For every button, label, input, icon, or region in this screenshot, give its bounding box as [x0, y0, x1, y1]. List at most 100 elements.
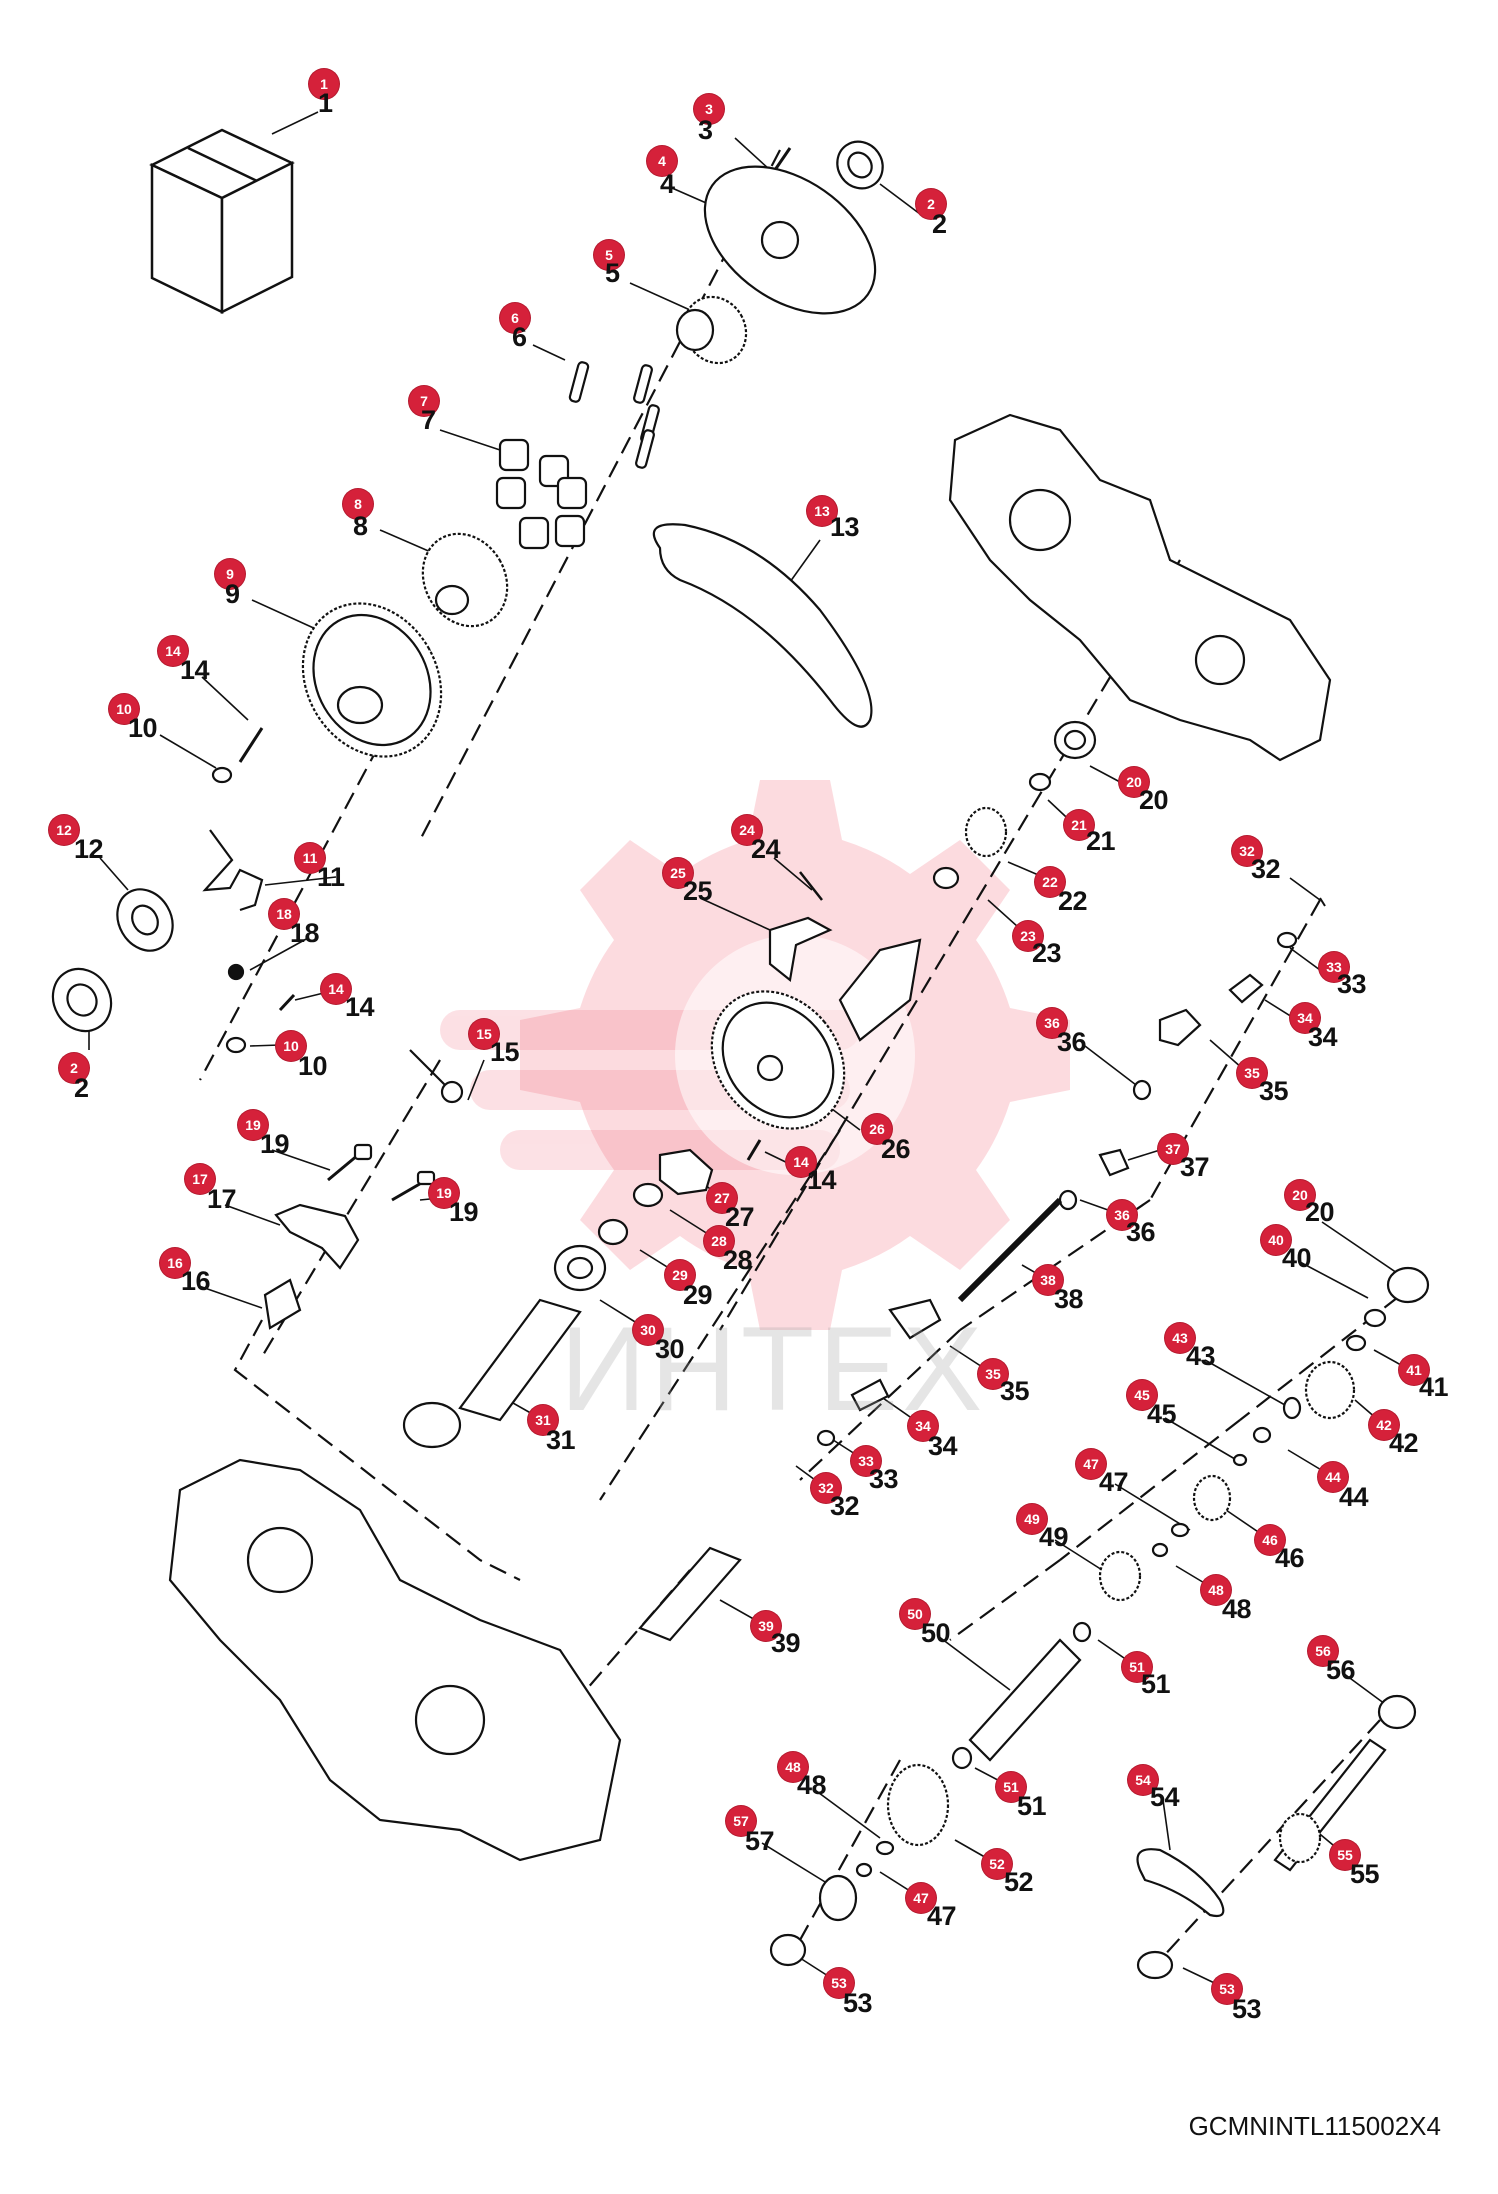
callout-number-33: 33 — [1337, 969, 1367, 999]
callout-badge-31[interactable]: 31 — [528, 1405, 558, 1435]
callout-badge-51[interactable]: 51 — [1122, 1652, 1152, 1682]
callout-badge-17[interactable]: 17 — [185, 1164, 215, 1194]
callout-badge-53[interactable]: 53 — [824, 1968, 854, 1998]
callout-badge-44[interactable]: 44 — [1318, 1462, 1348, 1492]
callout-badge-56[interactable]: 56 — [1308, 1636, 1338, 1666]
callout-number-13: 13 — [830, 512, 860, 542]
callout-badge-37[interactable]: 37 — [1158, 1134, 1188, 1164]
callout-badge-36[interactable]: 36 — [1037, 1008, 1067, 1038]
callout-badge-10[interactable]: 10 — [109, 694, 139, 724]
watermark-text: ИНТЕХ — [560, 1302, 987, 1436]
callout-badge-30[interactable]: 30 — [633, 1315, 663, 1345]
callout-number-39: 39 — [771, 1628, 801, 1658]
callout-badge-51[interactable]: 51 — [996, 1772, 1026, 1802]
callout-number-25: 25 — [683, 876, 713, 906]
callout-number-10: 10 — [128, 713, 158, 743]
callout-badge-16[interactable]: 16 — [160, 1248, 190, 1278]
callout-badge-14[interactable]: 14 — [321, 974, 351, 1004]
callout-badge-20[interactable]: 20 — [1119, 767, 1149, 797]
callout-badge-26[interactable]: 26 — [862, 1114, 892, 1144]
callout-badge-35[interactable]: 35 — [1237, 1058, 1267, 1088]
callout-badge-23[interactable]: 23 — [1013, 921, 1043, 951]
callout-badge-52[interactable]: 52 — [982, 1849, 1012, 1879]
callout-badge-19[interactable]: 19 — [429, 1178, 459, 1208]
callout-badge-11[interactable]: 11 — [295, 843, 325, 873]
callout-badge-10[interactable]: 10 — [276, 1031, 306, 1061]
callout-number-14: 14 — [180, 655, 210, 685]
callout-badge-39[interactable]: 39 — [751, 1611, 781, 1641]
callout-badge-5[interactable]: 5 — [594, 240, 624, 270]
callout-number-32: 32 — [830, 1491, 860, 1521]
callout-badge-4[interactable]: 4 — [647, 146, 677, 176]
callout-badge-19[interactable]: 19 — [238, 1110, 268, 1140]
callout-badge-49[interactable]: 49 — [1017, 1504, 1047, 1534]
callout-badge-29[interactable]: 29 — [665, 1260, 695, 1290]
callout-badge-43[interactable]: 43 — [1165, 1323, 1195, 1353]
callout-number-19: 19 — [449, 1197, 479, 1227]
callout-badge-47[interactable]: 47 — [1076, 1449, 1106, 1479]
callout-badge-48[interactable]: 48 — [1201, 1575, 1231, 1605]
callout-number-56: 56 — [1326, 1655, 1356, 1685]
callout-badge-14[interactable]: 14 — [158, 636, 188, 666]
callout-badge-57[interactable]: 57 — [726, 1806, 756, 1836]
callout-number-51: 51 — [1017, 1791, 1047, 1821]
callout-badge-9[interactable]: 9 — [215, 559, 245, 589]
callout-badge-34[interactable]: 34 — [908, 1411, 938, 1441]
callout-badge-24[interactable]: 24 — [732, 815, 762, 845]
callout-number-5: 5 — [605, 258, 620, 288]
callout-badge-13[interactable]: 13 — [807, 496, 837, 526]
callout-badge-18[interactable]: 18 — [269, 899, 299, 929]
callout-number-46: 46 — [1275, 1543, 1305, 1573]
callout-number-29: 29 — [683, 1280, 713, 1310]
callout-number-41: 41 — [1419, 1372, 1449, 1402]
callout-badge-47[interactable]: 47 — [906, 1883, 936, 1913]
callout-badge-2[interactable]: 2 — [59, 1053, 89, 1083]
callout-number-7: 7 — [421, 405, 436, 435]
callout-number-44: 44 — [1339, 1482, 1369, 1512]
callout-badge-27[interactable]: 27 — [707, 1183, 737, 1213]
callout-number-15: 15 — [490, 1037, 520, 1067]
callout-badge-15[interactable]: 15 — [469, 1019, 499, 1049]
callout-badge-46[interactable]: 46 — [1255, 1525, 1285, 1555]
callout-number-50: 50 — [921, 1618, 951, 1648]
drawing-code: GCMNINTL115002X4 — [1188, 2111, 1441, 2141]
callout-number-20: 20 — [1305, 1197, 1335, 1227]
callout-badge-36[interactable]: 36 — [1107, 1200, 1137, 1230]
callout-number-14: 14 — [807, 1165, 837, 1195]
callout-badge-20[interactable]: 20 — [1285, 1180, 1315, 1210]
callout-badge-21[interactable]: 21 — [1064, 810, 1094, 840]
callout-badge-25[interactable]: 25 — [663, 858, 693, 888]
callout-badge-22[interactable]: 22 — [1035, 867, 1065, 897]
callout-badge-34[interactable]: 34 — [1290, 1003, 1320, 1033]
callout-badge-38[interactable]: 38 — [1033, 1265, 1063, 1295]
callout-badge-55[interactable]: 55 — [1330, 1840, 1360, 1870]
callout-badge-12[interactable]: 12 — [49, 815, 79, 845]
callout-badge-54[interactable]: 54 — [1128, 1765, 1158, 1795]
callout-badge-7[interactable]: 7 — [409, 386, 439, 416]
callout-badge-28[interactable]: 28 — [704, 1226, 734, 1256]
callout-badge-33[interactable]: 33 — [1319, 952, 1349, 982]
callout-badge-1[interactable]: 1 — [309, 69, 339, 99]
callout-badge-6[interactable]: 6 — [500, 303, 530, 333]
callout-badge-2[interactable]: 2 — [916, 189, 946, 219]
callout-badge-32[interactable]: 32 — [1232, 836, 1262, 866]
callout-number-10: 10 — [298, 1051, 328, 1081]
callout-badge-48[interactable]: 48 — [778, 1752, 808, 1782]
callout-number-4: 4 — [660, 169, 675, 199]
callout-badge-50[interactable]: 50 — [900, 1599, 930, 1629]
callout-badge-45[interactable]: 45 — [1127, 1380, 1157, 1410]
callout-badge-41[interactable]: 41 — [1399, 1355, 1429, 1385]
callout-badge-8[interactable]: 8 — [343, 489, 373, 519]
callout-badge-40[interactable]: 40 — [1261, 1225, 1291, 1255]
callout-number-36: 36 — [1057, 1027, 1087, 1057]
callout-badge-14[interactable]: 14 — [786, 1147, 816, 1177]
callout-number-26: 26 — [881, 1134, 911, 1164]
callout-badge-3[interactable]: 3 — [694, 94, 724, 124]
callout-badge-42[interactable]: 42 — [1369, 1410, 1399, 1440]
callout-badge-53[interactable]: 53 — [1212, 1974, 1242, 2004]
callout-badge-32[interactable]: 32 — [811, 1473, 841, 1503]
callout-badge-35[interactable]: 35 — [978, 1359, 1008, 1389]
callout-number-30: 30 — [655, 1334, 685, 1364]
callout-number-14: 14 — [345, 992, 375, 1022]
callout-badge-33[interactable]: 33 — [851, 1446, 881, 1476]
